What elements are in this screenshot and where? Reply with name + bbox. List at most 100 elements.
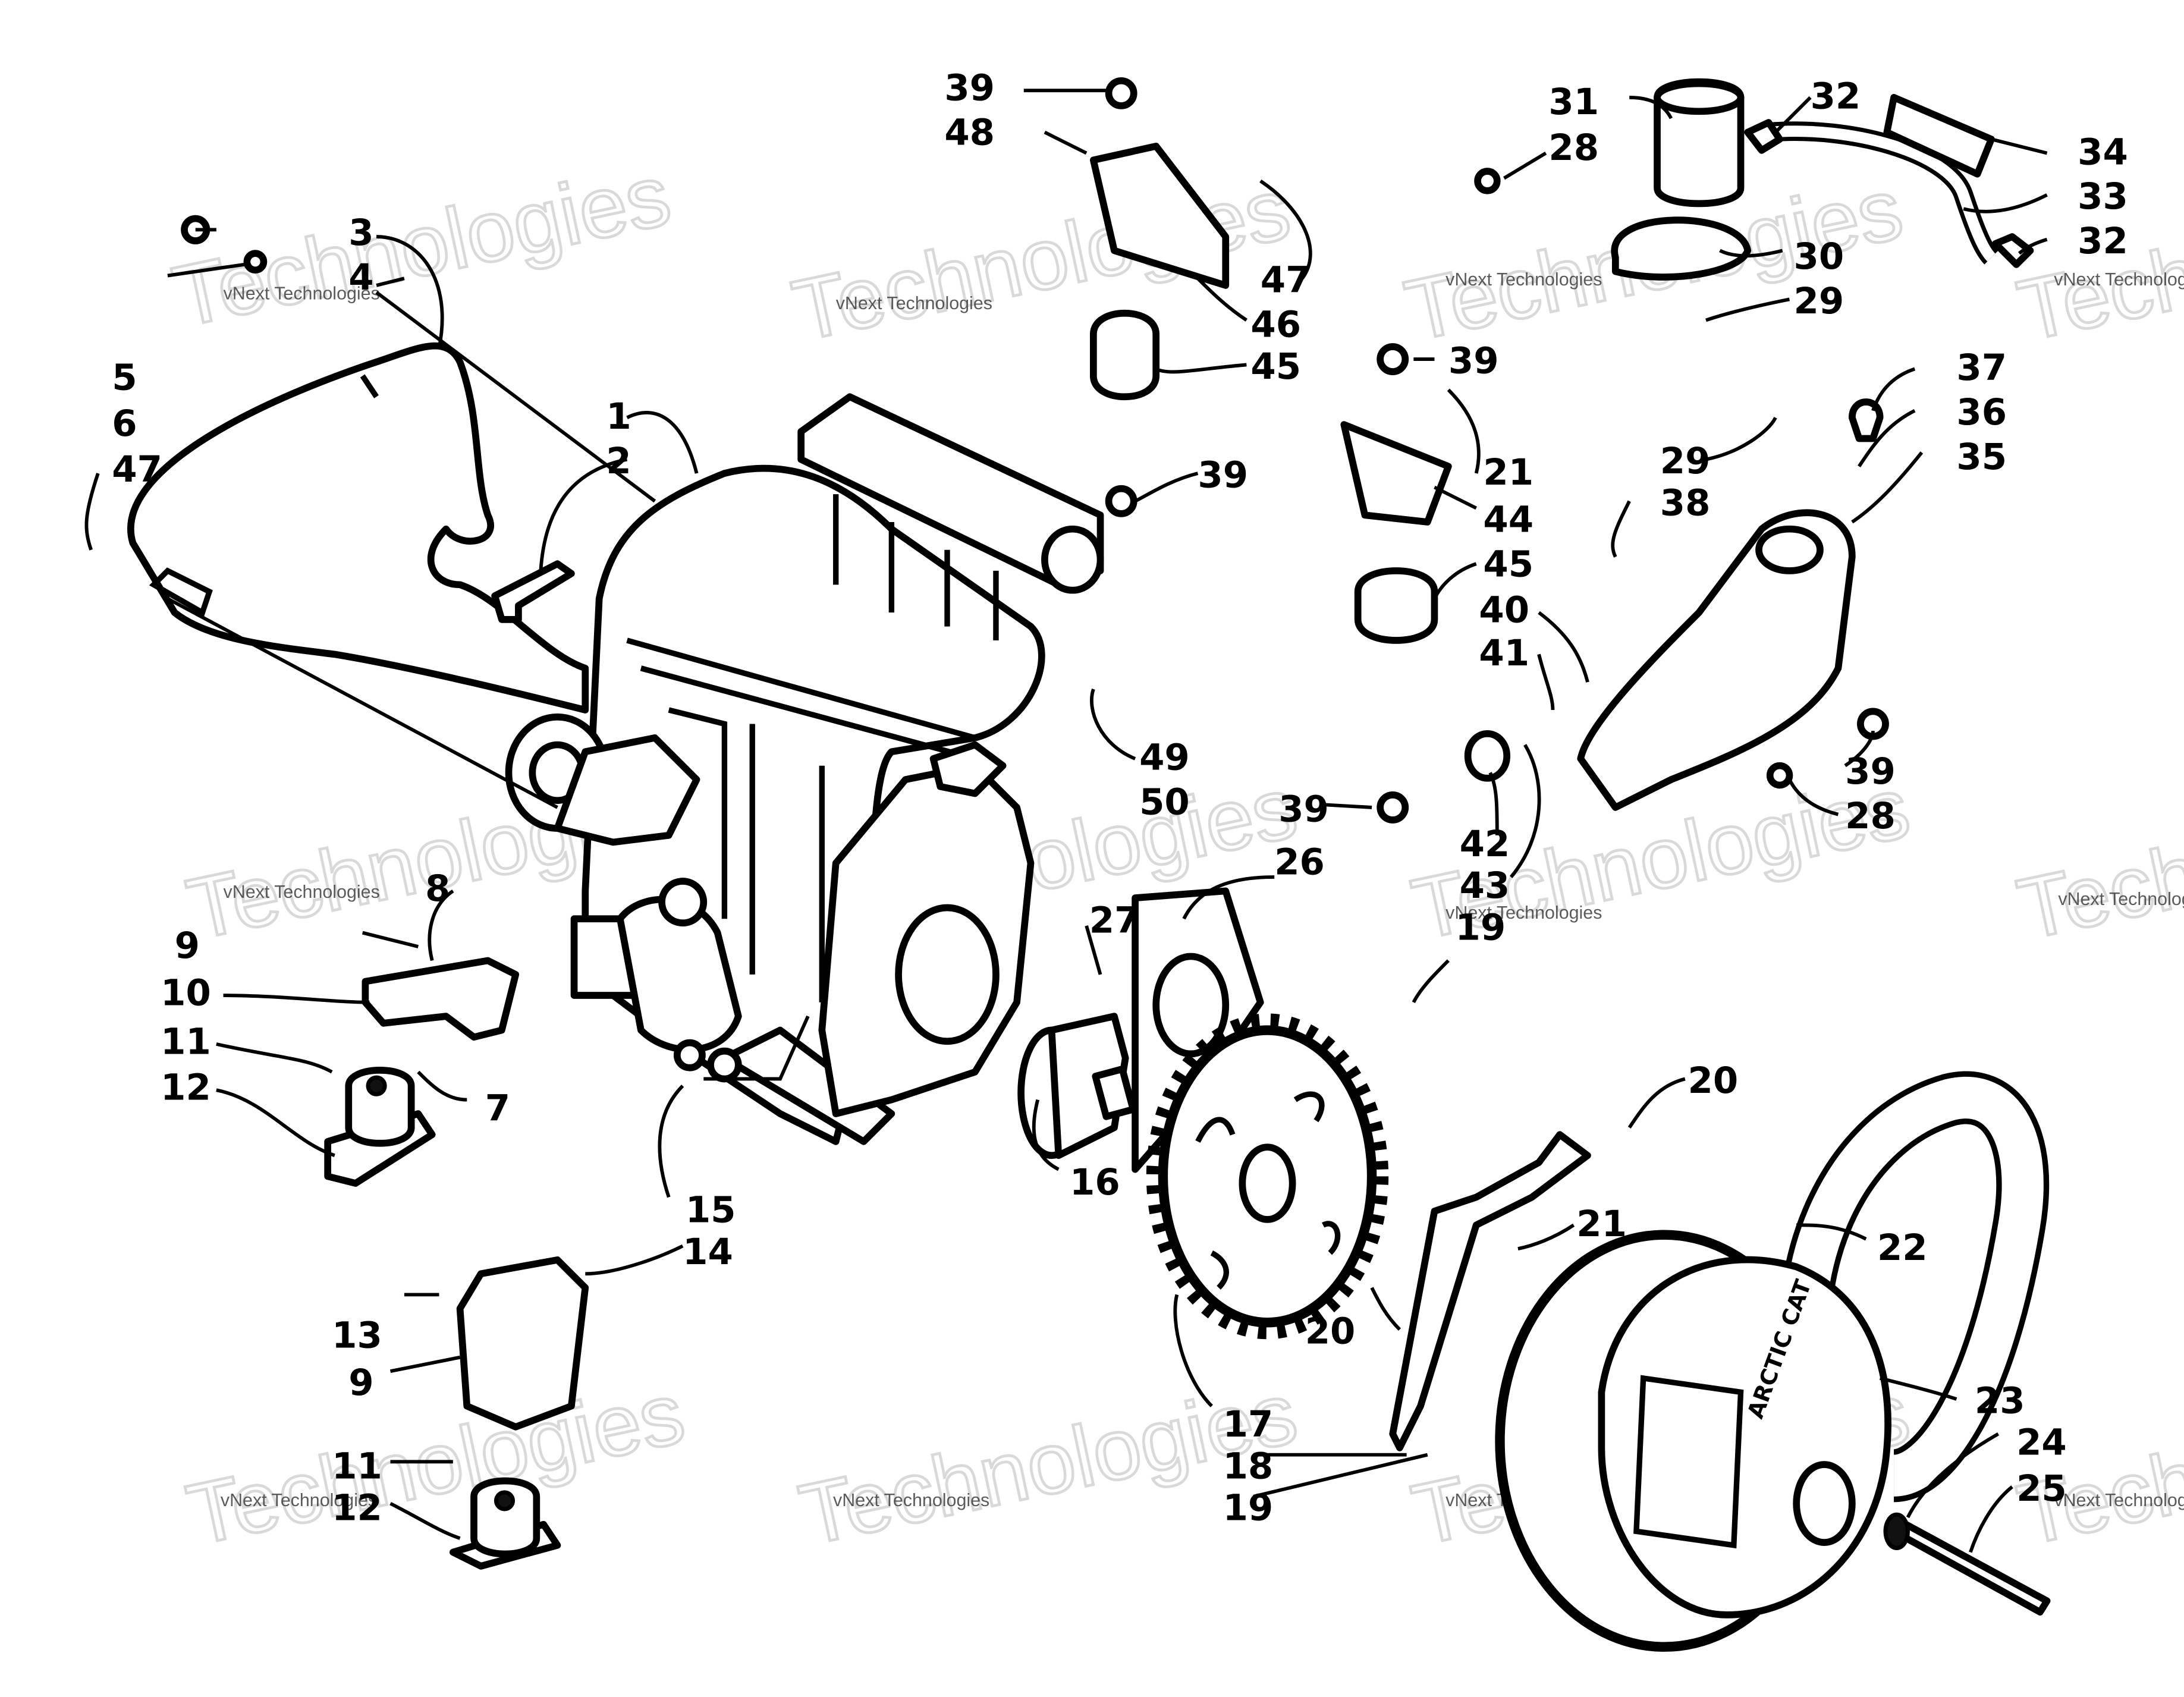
callout-36: 36 xyxy=(1956,391,2007,433)
nut-28b xyxy=(1766,762,1793,789)
callout-17: 17 xyxy=(1223,1403,1274,1445)
callout-9b: 9 xyxy=(348,1362,373,1404)
callout-39c: 39 xyxy=(1278,788,1329,830)
callout-20b: 20 xyxy=(1305,1310,1356,1352)
watermark: Technologies vNext Technologies xyxy=(178,1363,693,1564)
callout-27: 27 xyxy=(1089,900,1140,942)
rubber-mount-part-12b xyxy=(450,1477,561,1570)
callout-11a: 11 xyxy=(161,1020,211,1063)
callout-21b: 21 xyxy=(1576,1203,1627,1245)
parts: ARCTIC CAT xyxy=(127,77,2051,1652)
svg-text:vNext Technologies: vNext Technologies xyxy=(2054,269,2184,290)
callout-35: 35 xyxy=(1956,436,2007,478)
starter-part xyxy=(570,878,742,1083)
washer-part-24 xyxy=(1883,1512,1910,1550)
callout-10: 10 xyxy=(161,972,211,1014)
bracket-slot xyxy=(1755,525,1824,574)
watermark: Technologies vNext Technologies xyxy=(164,145,680,347)
callout-29a: 29 xyxy=(1793,280,1844,322)
cap-37 xyxy=(1848,398,1884,442)
washer-6 xyxy=(243,250,268,274)
callout-19a: 19 xyxy=(1456,906,1506,948)
clutch-part: ARCTIC CAT xyxy=(1495,1230,1891,1652)
svg-text:Technologies: Technologies xyxy=(2010,1365,2184,1564)
callout-45a: 45 xyxy=(1250,345,1301,388)
nut-39b xyxy=(1105,485,1137,517)
callout-25: 25 xyxy=(2016,1467,2067,1510)
isolator-part-45b xyxy=(1089,310,1160,400)
callout-39a: 39 xyxy=(944,67,995,109)
callout-7: 7 xyxy=(485,1088,510,1130)
callout-2: 2 xyxy=(606,440,631,482)
nut-28a xyxy=(1474,168,1501,194)
callout-39b: 39 xyxy=(1198,454,1248,496)
callout-32a: 32 xyxy=(1811,76,1861,118)
callout-19b: 19 xyxy=(1223,1487,1274,1529)
callout-8: 8 xyxy=(425,868,450,910)
nut-39c xyxy=(1377,343,1409,375)
callout-34: 34 xyxy=(2078,131,2128,173)
svg-text:vNext Technologies: vNext Technologies xyxy=(836,293,992,313)
callout-22: 22 xyxy=(1877,1227,1928,1269)
callout-20a: 20 xyxy=(1688,1060,1739,1102)
callout-14: 14 xyxy=(683,1231,733,1273)
bracket-part-46 xyxy=(1089,142,1230,289)
svg-text:vNext Technologies: vNext Technologies xyxy=(2054,1490,2184,1510)
bracket-part-2 xyxy=(491,560,575,623)
svg-text:Technologies: Technologies xyxy=(2010,759,2184,958)
callout-28a: 28 xyxy=(1548,127,1599,169)
fasteners xyxy=(181,77,2034,1071)
isolator-part-45a xyxy=(1354,567,1438,644)
svg-text:vNext Technologies: vNext Technologies xyxy=(833,1490,989,1510)
front-cover-part xyxy=(818,741,1035,1117)
callout-48: 48 xyxy=(944,111,995,153)
callout-16: 16 xyxy=(1070,1161,1120,1203)
bracket-part-18 xyxy=(1389,1131,1591,1451)
mount-bracket-part-10 xyxy=(362,957,520,1041)
belt-cover-part xyxy=(127,342,589,714)
nut-39a xyxy=(1105,77,1137,109)
callout-30: 30 xyxy=(1793,235,1844,278)
svg-text:vNext Technologies: vNext Technologies xyxy=(224,283,380,303)
watermark: Technologies vNext Technologies xyxy=(2009,1363,2184,1564)
callout-3: 3 xyxy=(348,212,373,254)
rubber-mount-part-12a xyxy=(324,1066,436,1187)
svg-text:vNext Technologies: vNext Technologies xyxy=(1445,269,1602,290)
watermark: Technologies vNext Technologies xyxy=(2009,758,2184,959)
callout-43: 43 xyxy=(1460,865,1510,907)
callout-39d: 39 xyxy=(1448,340,1499,382)
bracket-part-44 xyxy=(1340,421,1452,526)
callout-18: 18 xyxy=(1223,1445,1274,1487)
callout-15: 15 xyxy=(686,1189,736,1231)
leader-lines xyxy=(84,89,2048,1553)
svg-text:vNext Technologies: vNext Technologies xyxy=(1445,903,1602,923)
callout-29b: 29 xyxy=(1660,440,1711,482)
callout-33: 33 xyxy=(2078,175,2128,218)
sleeve-part-34 xyxy=(1883,94,1995,178)
clamp-part xyxy=(1611,216,1752,281)
callout-45b: 45 xyxy=(1483,543,1533,585)
svg-text:vNext Technologies: vNext Technologies xyxy=(221,1490,377,1510)
mount-bracket-part-14 xyxy=(456,1256,589,1431)
filter-part xyxy=(1654,78,1745,208)
callout-26: 26 xyxy=(1274,841,1325,883)
callout-24: 24 xyxy=(2016,1422,2067,1464)
knob-42 xyxy=(1464,730,1511,782)
callout-47b: 47 xyxy=(1261,259,1311,301)
callout-21a: 21 xyxy=(1483,451,1533,494)
callout-4: 4 xyxy=(348,256,373,298)
svg-text:Technologies: Technologies xyxy=(165,146,678,345)
callout-28b: 28 xyxy=(1845,795,1896,837)
callout-12a: 12 xyxy=(161,1067,211,1109)
callout-50: 50 xyxy=(1139,781,1190,824)
callout-49: 49 xyxy=(1139,737,1190,779)
callout-38: 38 xyxy=(1660,482,1711,524)
water-pump-part xyxy=(505,713,700,846)
svg-text:Technologies: Technologies xyxy=(179,1365,692,1564)
callout-31: 31 xyxy=(1548,81,1599,123)
callout-5: 5 xyxy=(112,357,137,399)
callout-1: 1 xyxy=(606,395,631,438)
callout-47a: 47 xyxy=(112,448,162,491)
flywheel-part xyxy=(1146,1013,1389,1340)
callout-37: 37 xyxy=(1956,347,2007,389)
